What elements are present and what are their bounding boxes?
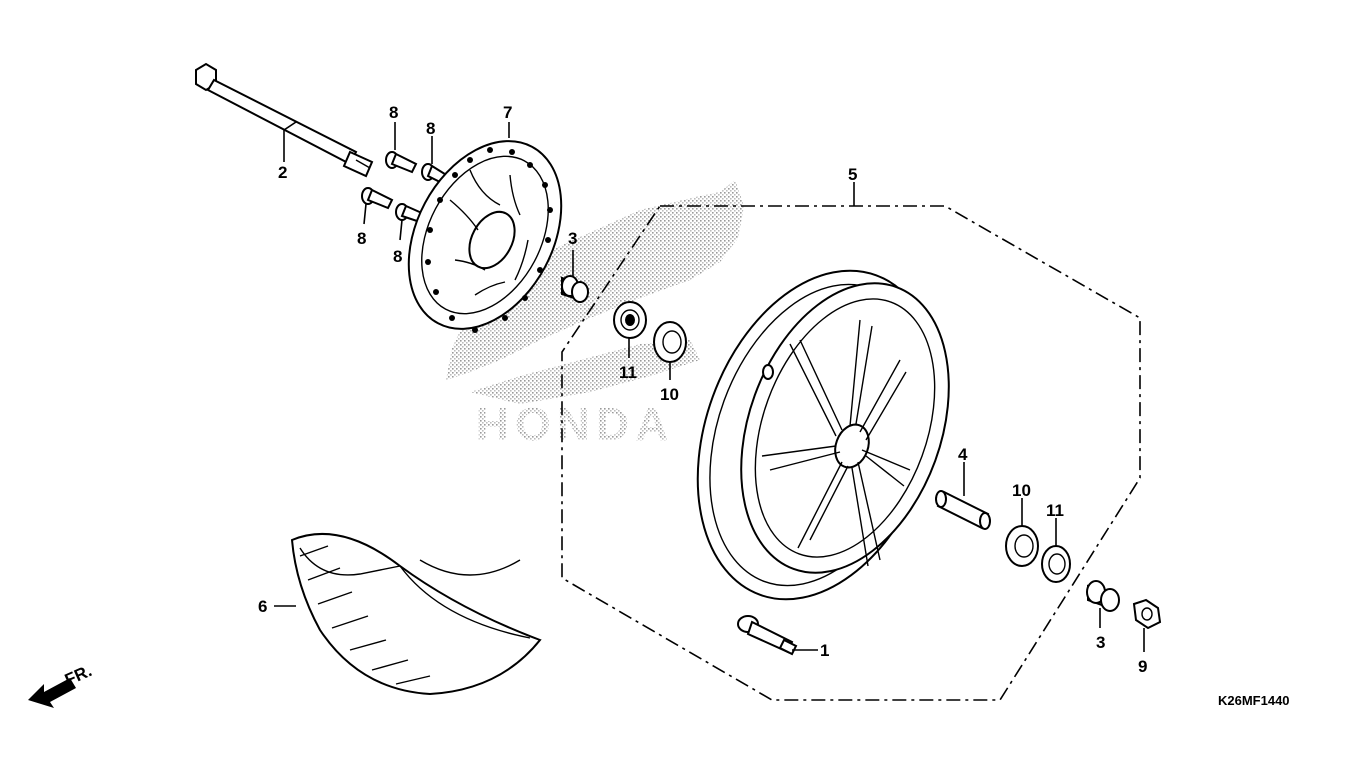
front-direction-arrow: FR. (28, 661, 95, 708)
callout-1: 1 (820, 641, 829, 660)
watermark-text: HONDA (476, 398, 675, 450)
axle-nut (1132, 598, 1162, 630)
callout-8-upper-right: 8 (426, 119, 435, 138)
tire (290, 533, 542, 696)
callout-3-right: 3 (1096, 633, 1105, 652)
axle-bolt (195, 62, 374, 178)
bearing-right-outer (1041, 545, 1071, 583)
collar-left (561, 275, 589, 303)
leader-lines (274, 121, 1145, 652)
disc-bolt-upper-left (385, 151, 418, 174)
honda-watermark: HONDA (446, 180, 744, 450)
bearing-left-inner (653, 321, 687, 363)
callout-labels: 1 2 3 3 4 5 6 7 8 8 8 8 9 10 10 11 11 (258, 103, 1147, 676)
callout-2: 2 (278, 163, 287, 182)
collar-right (1086, 580, 1120, 612)
direction-label: FR. (62, 661, 95, 689)
distance-collar (935, 490, 991, 530)
callout-10-right: 10 (1012, 481, 1031, 500)
callout-7: 7 (503, 103, 512, 122)
air-valve (737, 615, 798, 656)
cast-wheel (696, 269, 950, 601)
bearing-right-inner (1005, 525, 1039, 567)
callout-4: 4 (958, 445, 968, 464)
disc-bolt-lower-left (361, 187, 394, 210)
drawing-code: K26MF1440 (1218, 693, 1290, 708)
callout-11-right: 11 (1046, 501, 1064, 520)
callout-9: 9 (1138, 657, 1147, 676)
callout-10-left: 10 (660, 385, 679, 404)
callout-8-lower-right: 8 (393, 247, 402, 266)
brake-disc (407, 140, 563, 333)
bearing-left-outer (613, 301, 647, 339)
wheel-assembly-outline (561, 205, 1141, 701)
callout-8-upper-left: 8 (389, 103, 398, 122)
callout-11-left: 11 (619, 363, 637, 382)
callout-3-left: 3 (568, 229, 577, 248)
callout-6: 6 (258, 597, 267, 616)
callout-5: 5 (848, 165, 857, 184)
callout-8-lower-left: 8 (357, 229, 366, 248)
